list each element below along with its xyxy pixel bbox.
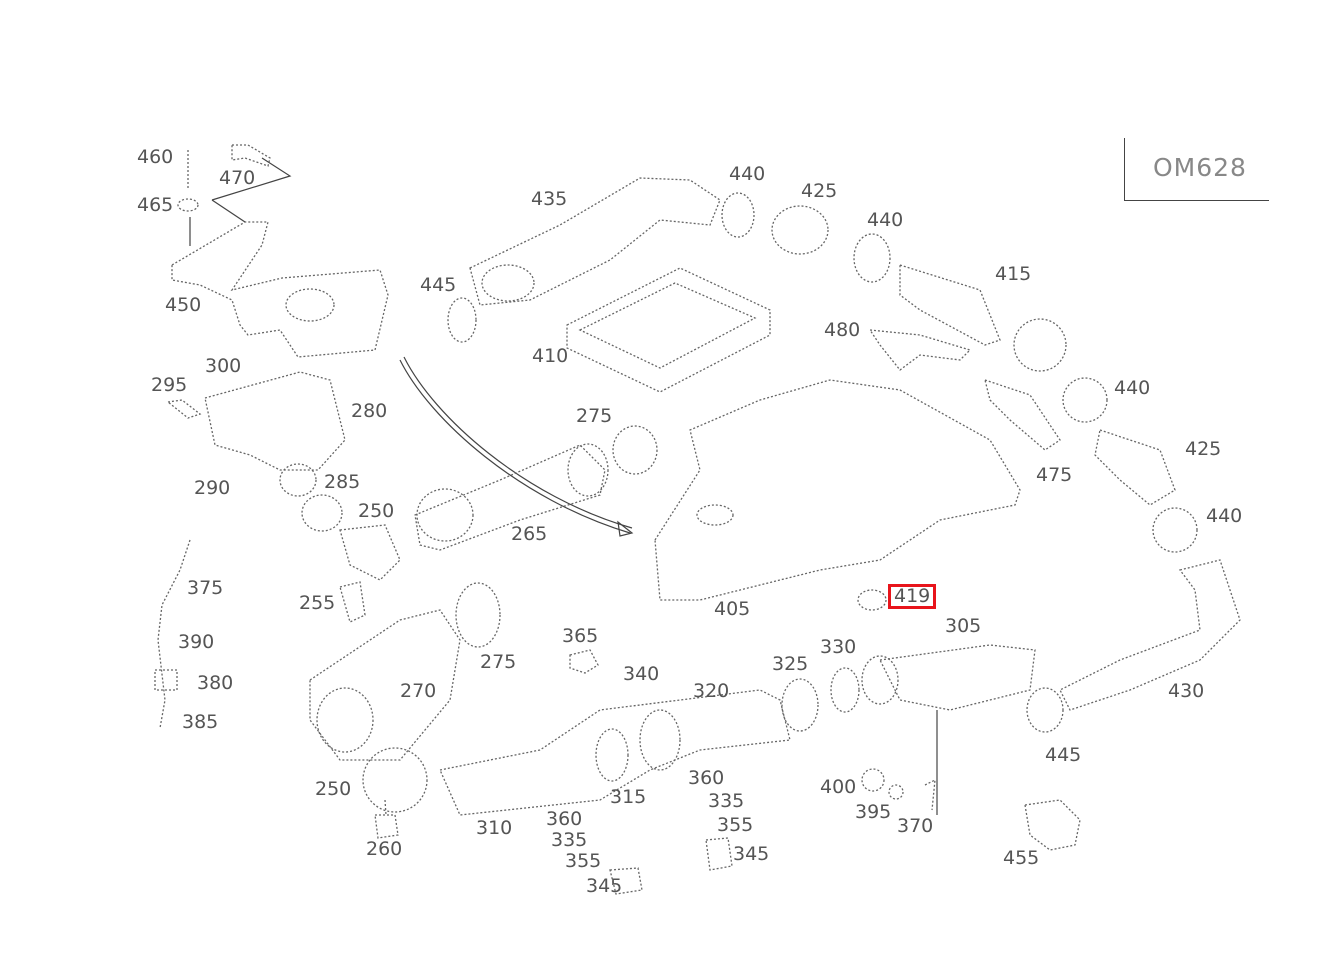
callout-305[interactable]: 305 [945,615,982,637]
callout-250[interactable]: 250 [315,778,352,800]
callout-275[interactable]: 275 [576,405,613,427]
callout-435[interactable]: 435 [531,188,568,210]
callout-425[interactable]: 425 [801,180,838,202]
callout-470[interactable]: 470 [219,167,256,189]
callout-260[interactable]: 260 [366,838,403,860]
callout-400[interactable]: 400 [820,776,857,798]
callout-310[interactable]: 310 [476,817,513,839]
callout-295[interactable]: 295 [151,374,188,396]
callout-395[interactable]: 395 [855,801,892,823]
callout-325[interactable]: 325 [772,653,809,675]
callout-410[interactable]: 410 [532,345,569,367]
callout-445[interactable]: 445 [1045,744,1082,766]
callout-300[interactable]: 300 [205,355,242,377]
callout-320[interactable]: 320 [693,680,730,702]
callout-355[interactable]: 355 [565,850,602,872]
callout-425[interactable]: 425 [1185,438,1222,460]
model-label-box [1124,138,1269,201]
callout-440[interactable]: 440 [729,163,766,185]
callout-285[interactable]: 285 [324,471,361,493]
callout-430[interactable]: 430 [1168,680,1205,702]
callout-270[interactable]: 270 [400,680,437,702]
callout-345[interactable]: 345 [733,843,770,865]
callout-255[interactable]: 255 [299,592,336,614]
callout-370[interactable]: 370 [897,815,934,837]
callout-455[interactable]: 455 [1003,847,1040,869]
callout-315[interactable]: 315 [610,786,647,808]
callout-345[interactable]: 345 [586,875,623,897]
callout-360[interactable]: 360 [688,767,725,789]
callout-275[interactable]: 275 [480,651,517,673]
callout-440[interactable]: 440 [1114,377,1151,399]
callout-265[interactable]: 265 [511,523,548,545]
callout-335[interactable]: 335 [551,829,588,851]
callout-440[interactable]: 440 [867,209,904,231]
callout-390[interactable]: 390 [178,631,215,653]
model-label: OM628 [1153,153,1247,182]
callout-475[interactable]: 475 [1036,464,1073,486]
callout-450[interactable]: 450 [165,294,202,316]
callout-380[interactable]: 380 [197,672,234,694]
callout-440[interactable]: 440 [1206,505,1243,527]
callout-405[interactable]: 405 [714,598,751,620]
callout-460[interactable]: 460 [137,146,174,168]
callout-250[interactable]: 250 [358,500,395,522]
callout-360[interactable]: 360 [546,808,583,830]
callout-330[interactable]: 330 [820,636,857,658]
callout-480[interactable]: 480 [824,319,861,341]
callout-335[interactable]: 335 [708,790,745,812]
callout-280[interactable]: 280 [351,400,388,422]
callout-375[interactable]: 375 [187,577,224,599]
callout-419-highlighted[interactable]: 419 [887,584,937,609]
callout-340[interactable]: 340 [623,663,660,685]
callout-365[interactable]: 365 [562,625,599,647]
callout-415[interactable]: 415 [995,263,1032,285]
callout-290[interactable]: 290 [194,477,231,499]
callout-445[interactable]: 445 [420,274,457,296]
callout-465[interactable]: 465 [137,194,174,216]
callout-385[interactable]: 385 [182,711,219,733]
callout-355[interactable]: 355 [717,814,754,836]
part-cover-bracket [171,221,389,358]
